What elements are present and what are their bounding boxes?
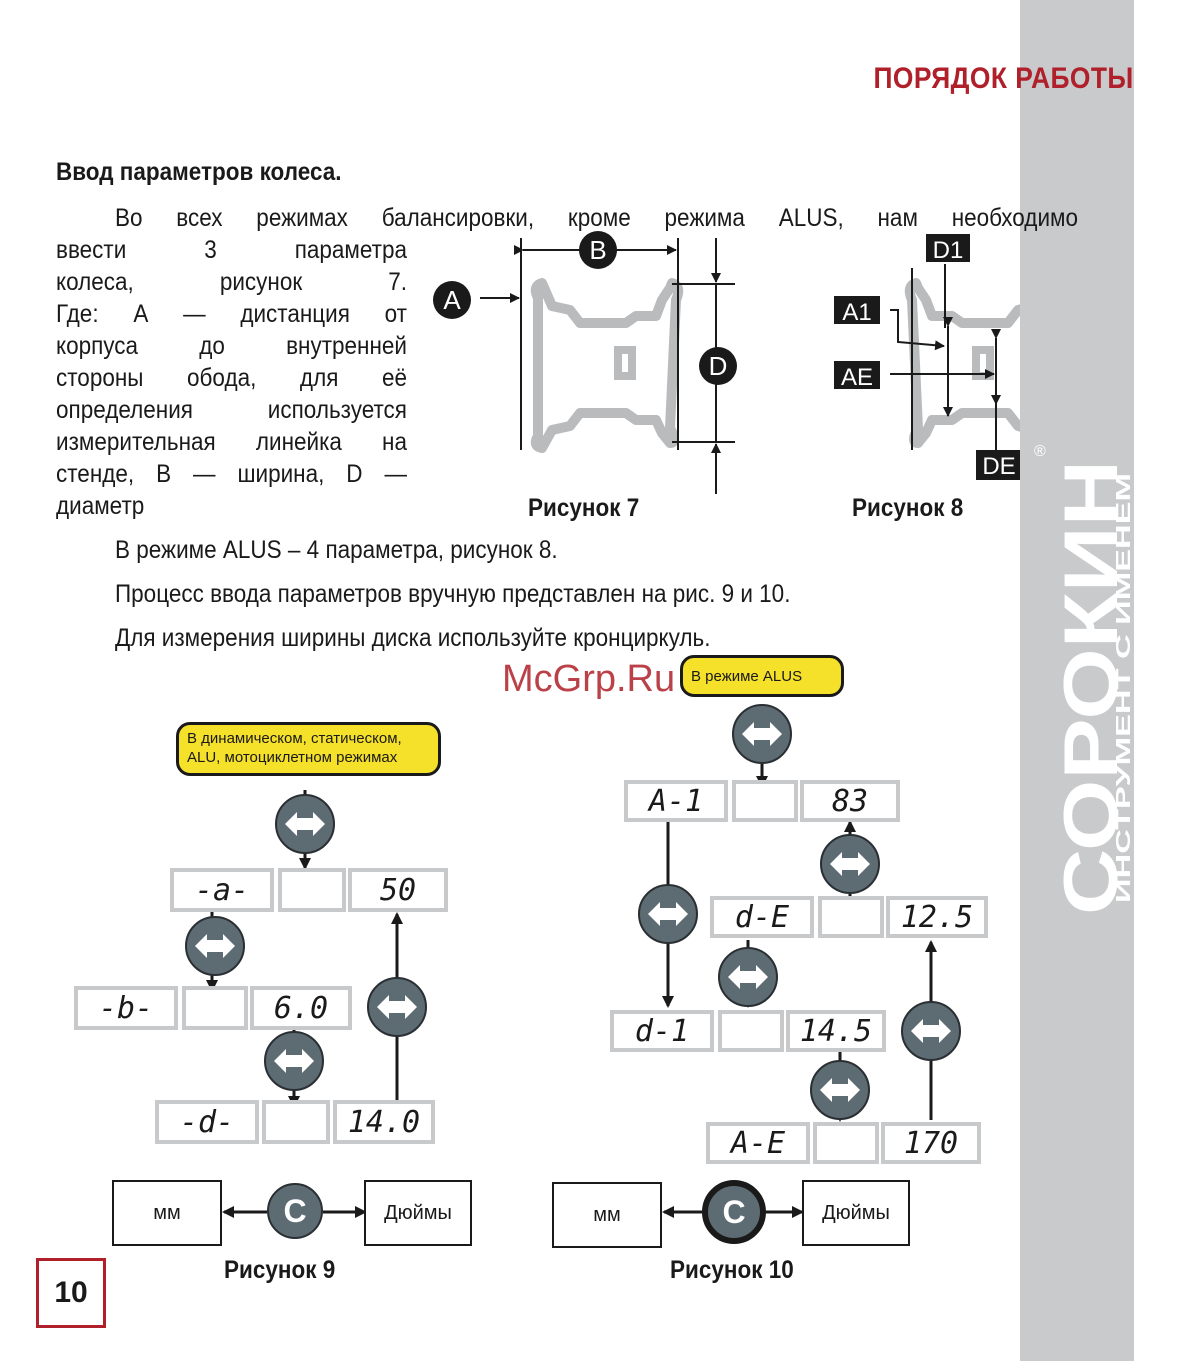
- label-ae: AE: [841, 364, 873, 391]
- c-button-fig10[interactable]: [702, 1180, 766, 1244]
- wheel-figures: A B D D1 A1 AE DE: [433, 231, 1020, 494]
- fig10-row3-value: 14.5: [786, 1010, 886, 1052]
- label-a1-badge: [834, 296, 880, 324]
- brand-tagline: ИНСТРУМЕНТ С ИМЕНЕМ: [1113, 473, 1134, 903]
- fig10-row3-name: d-1: [610, 1010, 714, 1052]
- intro-line-2: колеса, рисунок 7.: [56, 268, 407, 296]
- fig9-row2-name: -b-: [74, 986, 178, 1030]
- label-b: B: [589, 235, 606, 265]
- fig10-row1-blank: [732, 780, 798, 822]
- fig10-row4-name: A-E: [706, 1122, 810, 1164]
- label-de-badge: [976, 450, 1020, 480]
- page-header-title: ПОРЯДОК РАБОТЫ: [873, 62, 1134, 95]
- nav-icon[interactable]: [275, 794, 335, 854]
- nav-icon[interactable]: [638, 884, 698, 944]
- label-a1: A1: [842, 299, 871, 326]
- nav-icon[interactable]: [901, 1001, 961, 1061]
- c-button-label: C: [722, 1194, 745, 1230]
- nav-icon[interactable]: [820, 834, 880, 894]
- label-d-badge: [699, 347, 737, 385]
- fig10-unit-mm[interactable]: мм: [552, 1182, 662, 1248]
- watermark: McGrp.Ru: [502, 658, 676, 700]
- brand-logo: СОРОКИН ИНСТРУМЕНТ С ИМЕНЕМ ®: [1034, 443, 1134, 915]
- c-button-label: C: [283, 1193, 306, 1229]
- fig9-row2-value: 6.0: [250, 986, 352, 1030]
- fig9-unit-mm[interactable]: мм: [112, 1180, 222, 1246]
- intro-first-line: Во всех режимах балансировки, кроме режи…: [115, 204, 1078, 232]
- fig10-row2-name: d-E: [710, 896, 814, 938]
- label-d1: D1: [933, 237, 964, 264]
- intro-line-6: определения используется: [56, 396, 407, 424]
- nav-icon[interactable]: [718, 947, 778, 1007]
- nav-icon[interactable]: [732, 704, 792, 764]
- fig9-row1-name: -a-: [170, 868, 274, 912]
- figure9-caption: Рисунок 9: [224, 1256, 336, 1284]
- fig9-row2-blank: [182, 986, 248, 1030]
- intro-line-5: стороны обода, для её: [56, 364, 407, 392]
- fig10-row4-blank: [813, 1122, 879, 1164]
- label-d1-badge: [926, 234, 970, 262]
- label-ae-badge: [834, 361, 880, 389]
- rim-figure8: D1 A1 AE DE: [834, 234, 1020, 480]
- intro-text-block: ввести 3 параметра колеса, рисунок 7. Гд…: [56, 234, 446, 522]
- figure7-caption: Рисунок 7: [528, 494, 640, 522]
- fig10-row4-value: 170: [881, 1122, 981, 1164]
- nav-icon[interactable]: [264, 1031, 324, 1091]
- label-de: DE: [982, 453, 1015, 480]
- c-button-fig9[interactable]: [267, 1183, 323, 1239]
- intro-line-3: Где: А — дистанция от: [56, 300, 407, 328]
- intro-line-4: корпуса до внутренней: [56, 332, 407, 360]
- registered-mark: ®: [1034, 443, 1046, 460]
- caliper-paragraph: Для измерения ширины диска используйте к…: [115, 624, 711, 652]
- figure8-caption: Рисунок 8: [852, 494, 964, 522]
- fig10-row2-blank: [818, 896, 884, 938]
- fig9-row3-value: 14.0: [333, 1100, 435, 1144]
- flow-diagrams: C C: [185, 704, 961, 1244]
- label-a-badge: [433, 281, 471, 319]
- intro-line-9: диаметр: [56, 492, 145, 520]
- manual-entry-paragraph: Процесс ввода параметров вручную предста…: [115, 580, 791, 608]
- label-b-badge: [579, 231, 617, 269]
- section-heading: Ввод параметров колеса.: [56, 158, 342, 186]
- brand-sidebar: [1020, 0, 1134, 1361]
- alus-paragraph: В режиме ALUS – 4 параметра, рисунок 8.: [115, 536, 558, 564]
- label-a: A: [443, 285, 461, 315]
- page-number: 10: [36, 1258, 106, 1328]
- fig9-mode-label: В динамическом, статическом, ALU, мотоци…: [176, 722, 441, 776]
- fig10-row1-value: 83: [800, 780, 900, 822]
- fig9-row1-value: 50: [348, 868, 448, 912]
- label-d: D: [709, 351, 728, 381]
- fig10-row1-name: A-1: [624, 780, 728, 822]
- fig9-row1-blank: [278, 868, 346, 912]
- fig10-row3-blank: [718, 1010, 784, 1052]
- nav-icon[interactable]: [367, 977, 427, 1037]
- nav-icon[interactable]: [810, 1060, 870, 1120]
- fig9-unit-inches[interactable]: Дюймы: [364, 1180, 472, 1246]
- fig10-unit-inches[interactable]: Дюймы: [802, 1180, 910, 1246]
- fig10-row2-value: 12.5: [886, 896, 988, 938]
- fig9-row3-blank: [262, 1100, 330, 1144]
- fig10-mode-label: В режиме ALUS: [680, 655, 844, 697]
- intro-line-8: стенде, В — ширина, D —: [56, 460, 407, 488]
- nav-icon[interactable]: [185, 916, 245, 976]
- intro-line-7: измерительная линейка на: [56, 428, 407, 456]
- rim-figure7: A B D: [433, 231, 737, 494]
- intro-line-1: ввести 3 параметра: [56, 236, 407, 264]
- figure10-caption: Рисунок 10: [670, 1256, 794, 1284]
- fig9-row3-name: -d-: [155, 1100, 259, 1144]
- brand-name: СОРОКИН: [1049, 460, 1134, 915]
